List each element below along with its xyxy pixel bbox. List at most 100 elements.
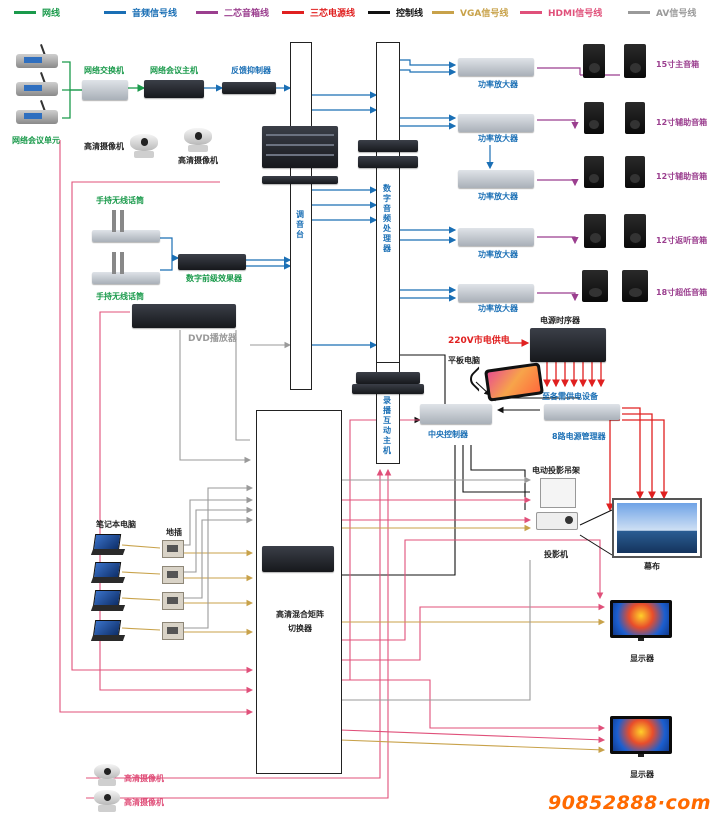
handheld-mic-1a bbox=[112, 210, 116, 232]
laptop-keyboard bbox=[90, 577, 126, 583]
conference-unit-3 bbox=[16, 100, 58, 124]
dsp-device-1 bbox=[358, 140, 418, 152]
power-amplifier-4 bbox=[458, 228, 534, 246]
display-2-stand bbox=[638, 754, 644, 757]
laptop-3 bbox=[90, 590, 126, 612]
subwoofer-18in-r bbox=[622, 270, 648, 302]
legend-av-label: AV信号线 bbox=[656, 9, 697, 19]
conference-unit-2 bbox=[16, 72, 58, 96]
camera-lens bbox=[194, 132, 203, 140]
spk5-label: 18寸超低音箱 bbox=[656, 288, 708, 297]
camera-base bbox=[97, 805, 117, 812]
subwoofer-18in-l bbox=[582, 270, 608, 302]
legend-speaker-label: 二芯音箱线 bbox=[224, 9, 270, 19]
tablet-label: 平板电脑 bbox=[448, 356, 480, 365]
power-amplifier-5 bbox=[458, 284, 534, 302]
display-2 bbox=[610, 716, 672, 757]
projector bbox=[536, 512, 578, 530]
legend-vga: VGA信号线 bbox=[432, 6, 508, 19]
recorder-label: 录播互动主机 bbox=[383, 396, 391, 455]
central-label: 中央控制器 bbox=[428, 430, 468, 439]
mic-base bbox=[16, 110, 58, 124]
recorder-device-1 bbox=[356, 372, 420, 384]
speaker-12in-aux-1l bbox=[584, 102, 604, 134]
amp3-label: 功率放大器 bbox=[478, 192, 518, 201]
legend-control: 控制线 bbox=[368, 6, 423, 19]
feedback-suppressor bbox=[222, 82, 276, 94]
matrix-switcher bbox=[262, 546, 334, 572]
projection-screen bbox=[612, 498, 702, 558]
laptop-2 bbox=[90, 562, 126, 584]
wireless-receiver-2 bbox=[92, 272, 160, 284]
camera-base bbox=[134, 150, 154, 158]
conf-unit-label: 网络会议单元 bbox=[12, 136, 60, 145]
wireless-mic1-label: 手持无线话筒 bbox=[96, 196, 144, 205]
mixer-label: 调音台 bbox=[296, 210, 304, 239]
dsp-column bbox=[376, 42, 400, 364]
laptop-keyboard bbox=[90, 605, 126, 611]
display-2-screen bbox=[613, 719, 669, 751]
legend-speaker: 二芯音箱线 bbox=[196, 6, 269, 19]
legend-power-swatch bbox=[282, 11, 304, 14]
camera-lens bbox=[103, 793, 112, 801]
hd-camera-3 bbox=[94, 764, 120, 786]
mic-base bbox=[16, 54, 58, 68]
projector-lift bbox=[540, 478, 576, 508]
handheld-mic-2b bbox=[120, 252, 124, 274]
effects-label: 数字前级效果器 bbox=[186, 274, 242, 283]
conf-host-label: 网络会议主机 bbox=[150, 66, 198, 75]
console-strip bbox=[266, 154, 334, 156]
wireless-receiver-1 bbox=[92, 230, 160, 242]
speaker-12in-aux-2l bbox=[584, 156, 604, 188]
mixing-console bbox=[262, 126, 338, 168]
console-strip bbox=[266, 134, 334, 136]
laptop-4 bbox=[90, 620, 126, 642]
display2-label: 显示器 bbox=[630, 770, 654, 779]
legend-power: 三芯电源线 bbox=[282, 6, 355, 19]
dsp-device-2 bbox=[358, 156, 418, 168]
power-220-label: 220V市电供电 bbox=[448, 336, 510, 346]
amp1-label: 功率放大器 bbox=[478, 80, 518, 89]
speaker-12in-aux-2r bbox=[625, 156, 645, 188]
spk3-label: 12寸辅助音箱 bbox=[656, 172, 708, 181]
legend-network-swatch bbox=[14, 11, 36, 14]
speaker-15in-left bbox=[583, 44, 605, 78]
power-all-label: 至各需供电设备 bbox=[542, 392, 598, 401]
conference-host bbox=[144, 80, 204, 98]
legend: 网线 音频信号线 二芯音箱线 三芯电源线 控制线 VGA信号线 HDMI信号线 … bbox=[0, 6, 718, 22]
power-mgr-label: 8路电源管理器 bbox=[552, 432, 606, 441]
hd-cam1-label: 高清摄像机 bbox=[84, 142, 124, 151]
floor-socket-1 bbox=[162, 540, 184, 558]
power-manager-8ch bbox=[544, 404, 620, 420]
digital-effects-processor bbox=[178, 254, 246, 270]
amp5-label: 功率放大器 bbox=[478, 304, 518, 313]
spk2-label: 12寸辅助音箱 bbox=[656, 118, 708, 127]
floor-socket-3 bbox=[162, 592, 184, 610]
dvd-label: DVD播放器 bbox=[188, 334, 237, 344]
net-switch-label: 网络交换机 bbox=[84, 66, 124, 75]
legend-control-swatch bbox=[368, 11, 390, 14]
laptop-1 bbox=[90, 534, 126, 556]
console-strip bbox=[266, 144, 334, 146]
hd-camera-1 bbox=[130, 134, 158, 158]
display-1-stand bbox=[638, 638, 644, 641]
hd-cam4-label: 高清摄像机 bbox=[124, 798, 164, 807]
camera-lens bbox=[140, 138, 149, 146]
legend-vga-swatch bbox=[432, 11, 454, 14]
feedback-label: 反馈抑制器 bbox=[231, 66, 271, 75]
display-1-screen bbox=[613, 603, 669, 635]
legend-audio-swatch bbox=[104, 11, 126, 14]
speaker-12in-monitor-r bbox=[624, 214, 646, 248]
hd-camera-4 bbox=[94, 790, 120, 812]
legend-control-label: 控制线 bbox=[396, 9, 424, 19]
spk4-label: 12寸返听音箱 bbox=[656, 236, 708, 245]
legend-audio-label: 音频信号线 bbox=[132, 9, 178, 19]
power-sequencer bbox=[530, 328, 606, 362]
screen-image bbox=[617, 503, 697, 553]
dsp-label: 数字音频处理器 bbox=[383, 184, 391, 253]
display1-label: 显示器 bbox=[630, 654, 654, 663]
power-seq-label: 电源时序器 bbox=[540, 316, 580, 325]
laptop-keyboard bbox=[90, 635, 126, 641]
tablet-screen bbox=[487, 365, 541, 399]
socket-label: 地插 bbox=[166, 528, 182, 537]
